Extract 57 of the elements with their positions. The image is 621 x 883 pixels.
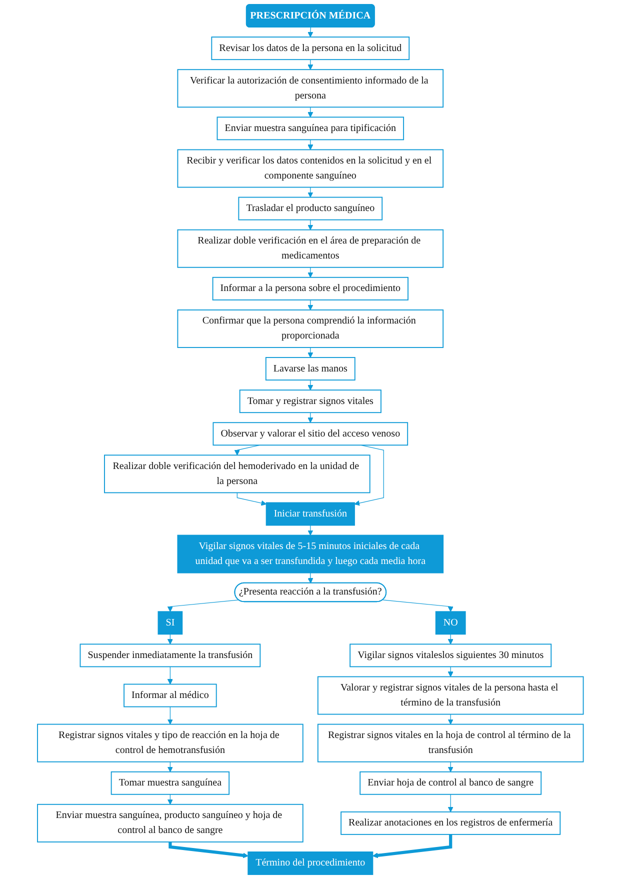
arrow <box>448 666 454 677</box>
arrow <box>308 267 314 278</box>
node-box: Enviar muestra sanguínea, producto sanguíneo y hoja de control al banco de sangre <box>37 804 304 842</box>
arrow <box>168 706 174 725</box>
node-box: Observar y valorar el sitio del acceso venoso <box>212 422 408 446</box>
arrow <box>354 444 384 506</box>
arrow <box>448 762 454 772</box>
node-box: Vigilar signos vitales de 5-15 minutos iniciales de cada unidad que va a ser transfundida y luego cada media hora <box>177 534 444 574</box>
node-box: Término del procedimiento <box>248 852 374 875</box>
node-box: Suspender inmediatamente la transfusión <box>80 644 261 668</box>
node-box: Revisar los datos de la persona en la solicitud <box>211 36 410 60</box>
node-box: Realizar doble verificación en el área de preparación de medicamentos <box>177 229 444 268</box>
node-box: Confirmar que la persona comprendió la información proporcionada <box>177 309 444 348</box>
arrow <box>168 842 248 858</box>
node-box: Recibir y verificar los datos contenidos en la solicitud y en el componente sanguíneo <box>177 149 444 188</box>
node-box: Lavarse las manos <box>266 357 356 381</box>
node-box: NO <box>435 611 466 635</box>
node-box: Informar a la persona sobre el procedimiento <box>212 276 409 300</box>
arrow <box>308 347 314 358</box>
node-box: Realizar anotaciones en los registros de enfermería <box>340 811 561 835</box>
node-box: Enviar muestra sanguínea para tipificación <box>216 116 404 140</box>
node-box: Informar al médico <box>124 684 217 708</box>
node-box: Vigilar signos vitaleslos siguientes 30 minutos <box>350 644 552 668</box>
node-box: Enviar hoja de control al banco de sangre <box>360 771 542 795</box>
arrow <box>168 762 174 772</box>
node-box: Tomar muestra sanguínea <box>110 771 230 795</box>
arrow <box>448 634 454 644</box>
arrow <box>308 412 314 423</box>
arrow <box>308 106 314 118</box>
arrow <box>168 634 174 644</box>
arrow <box>448 714 454 725</box>
arrow <box>308 139 314 150</box>
node-box: Iniciar transfusión <box>266 502 356 526</box>
node-box: Valorar y registrar signos vitales de la persona hasta el término de la transfusión <box>318 676 584 715</box>
arrow <box>308 380 314 390</box>
arrow <box>308 59 314 70</box>
node-box: SI <box>158 611 183 635</box>
arrow <box>308 186 314 198</box>
arrow <box>382 600 454 612</box>
arrow <box>308 300 314 310</box>
arrow <box>372 834 452 858</box>
node-box: Verificar la autorización de consentimiento informado de la persona <box>177 69 444 108</box>
arrow <box>168 794 174 805</box>
node-box: Tomar y registrar signos vitales <box>239 390 382 414</box>
arrow <box>308 220 314 230</box>
node-box: Realizar doble verificación del hemoderivado en la unidad de la persona <box>104 454 370 494</box>
arrow <box>448 794 454 812</box>
arrow <box>308 572 314 584</box>
arrow <box>234 444 260 456</box>
arrow <box>308 524 314 536</box>
node-box: Registrar signos vitales en la hoja de control al término de la transfusión <box>318 724 584 762</box>
arrow <box>168 666 174 684</box>
node-box: Registrar signos vitales y tipo de reacción en la hoja de control de hemotransfusión <box>37 724 304 762</box>
arrow <box>236 492 267 506</box>
arrow <box>308 27 314 38</box>
node-box: Trasladar el producto sanguíneo <box>238 196 383 220</box>
arrow <box>168 600 240 612</box>
